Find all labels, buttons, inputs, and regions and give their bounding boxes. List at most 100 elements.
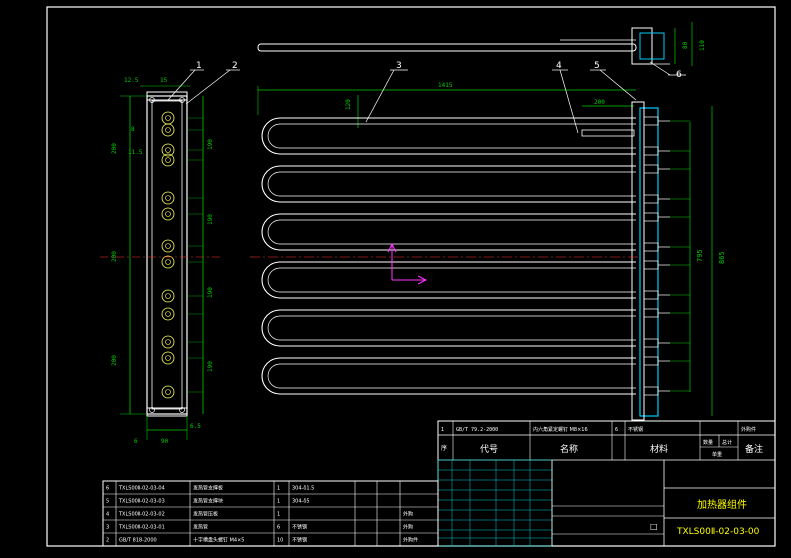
end-plate [146, 95, 188, 415]
dim-left-side-1: 200 [111, 143, 118, 154]
terminal-nut [643, 146, 659, 156]
dim-height-inner: 795 [696, 249, 704, 262]
leader-6 [649, 61, 671, 76]
parts-cell-no: 5 [106, 499, 109, 505]
leader-4 [559, 69, 579, 134]
terminal-hole [165, 195, 171, 201]
u-tube-outer [261, 213, 636, 251]
signature-grid [437, 459, 553, 547]
drawing-name: 加热器组件 [697, 498, 747, 511]
header-total: 总计 [722, 439, 732, 446]
terminal-hole [165, 293, 171, 299]
header-name: 名称 [560, 443, 578, 455]
top-row-name: 内六角紧定螺钉 M8×16 [533, 426, 588, 433]
leader-2 [185, 69, 231, 105]
terminal-hole [165, 115, 171, 121]
screw-hole [149, 407, 155, 413]
terminal-boss [161, 123, 175, 137]
dim-bottom-1: 6 [134, 438, 138, 445]
title-block: 1 GB/T 79.2-2000 内六角紧定螺钉 M8×16 6 不锈钢 外购件… [437, 420, 776, 547]
dim-left-side-3: 200 [111, 355, 118, 366]
terminal-hole [165, 243, 171, 249]
terminal-hole [165, 147, 171, 153]
end-plate-bottom-cap [146, 407, 188, 417]
dim-bottom-2: 90 [161, 438, 169, 445]
parts-cell-code: TXLS00Ⅱ-02-03-02 [118, 512, 165, 518]
parts-cell-code: TXLS00Ⅱ-02-03-04 [118, 486, 165, 492]
parts-cell-no: 2 [106, 538, 109, 544]
dim-right-side-1: 190 [207, 139, 214, 150]
leader-1 [167, 69, 196, 101]
balloon-6: 6 [676, 70, 682, 80]
top-row-code: GB/T 79.2-2000 [456, 427, 498, 433]
screw-hole [179, 407, 185, 413]
parts-cell-qty: 1 [277, 486, 280, 492]
drawing-number: TXLS00Ⅱ-02-03-00 [676, 527, 760, 537]
u-tube-outer [261, 261, 636, 299]
top-row-qty: 6 [615, 427, 618, 433]
terminal-nut [643, 308, 659, 318]
front-view: 1415 120 200 795 865 3 4 5 [250, 61, 726, 421]
terminal-nut [643, 212, 659, 222]
screw-hole [149, 97, 155, 103]
terminal-nut [643, 290, 659, 300]
u-tube-inner [267, 171, 636, 197]
terminal-boss [161, 335, 175, 349]
u-tube-outer [261, 309, 636, 347]
parts-cell-qty: 1 [277, 499, 280, 505]
header-code: 代号 [480, 444, 498, 455]
header-single: 单重 [712, 451, 722, 458]
parts-cell-no: 6 [106, 486, 109, 492]
parts-cell-remark: 外购 [403, 524, 413, 531]
parts-cell-code: GB/T 818-2000 [119, 538, 157, 544]
top-rod-view: 80 110 6 [257, 22, 706, 80]
u-tube-outer [261, 117, 636, 155]
terminal-hole [165, 355, 171, 361]
leader-5 [599, 69, 637, 101]
heating-rod-top [257, 43, 637, 52]
terminal-group [149, 97, 203, 413]
balloon-1: 1 [196, 61, 202, 71]
terminal-boss [161, 143, 175, 157]
heating-rod-short [581, 129, 635, 137]
dim-left-block-mid: 15 [160, 77, 168, 84]
dim-top-rail-inner: 80 [682, 41, 689, 49]
terminal-hole [165, 127, 171, 133]
parts-list-frame [102, 480, 439, 547]
terminal-boss [161, 255, 175, 269]
u-tube-group [261, 117, 636, 395]
dim-height-outer: 865 [718, 251, 726, 264]
top-row-remark: 外购件 [741, 426, 756, 433]
terminal-hole [165, 339, 171, 345]
u-tube-inner [267, 363, 636, 389]
flange-plate [631, 101, 645, 421]
header-material: 材料 [650, 443, 668, 455]
dim-small-1: 8 [131, 126, 135, 133]
parts-cell-qty: 10 [277, 538, 283, 544]
u-tube-inner [267, 219, 636, 245]
screw-hole [179, 97, 185, 103]
drawing-frame [46, 6, 776, 547]
dim-right-side-2: 190 [207, 214, 214, 225]
parts-cell-remark: 外购件 [403, 537, 418, 544]
terminal-hole [165, 211, 171, 217]
balloon-3: 3 [396, 61, 402, 71]
terminal-hole [165, 311, 171, 317]
terminal-nut [643, 194, 659, 204]
right-terminal-group [643, 116, 690, 396]
parts-cell-material: 304-δ5 [292, 499, 310, 505]
u-tube-inner [267, 315, 636, 341]
terminal-nut [643, 386, 659, 396]
dim-left-side-2: 200 [111, 251, 118, 262]
parts-cell-name: 发热管压板 [193, 511, 218, 518]
terminal-boss [161, 191, 175, 205]
parts-cell-qty: 6 [277, 525, 280, 531]
terminal-boss [161, 307, 175, 321]
terminal-boss [161, 207, 175, 221]
terminal-nut [643, 260, 659, 270]
balloon-4: 4 [556, 61, 562, 71]
support-plate [639, 107, 659, 417]
header-no-mark: 序 [441, 444, 447, 452]
